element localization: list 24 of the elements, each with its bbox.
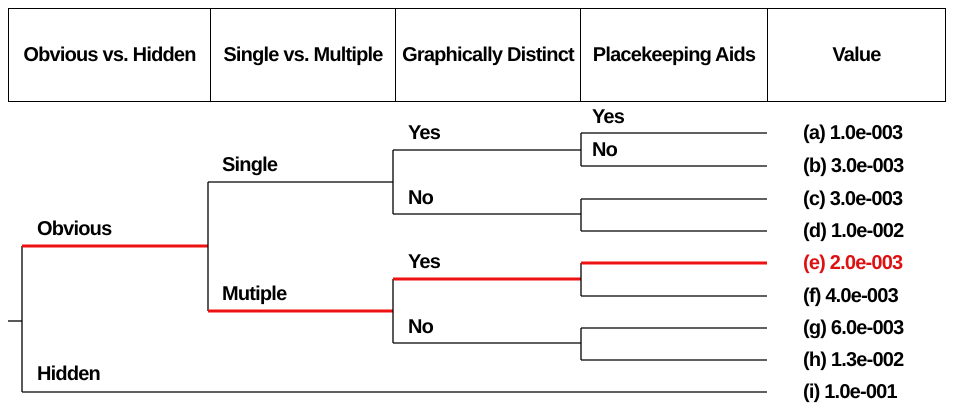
outcome-value: (f) 4.0e-003 bbox=[803, 285, 898, 307]
outcome-value: (d) 1.0e-002 bbox=[803, 220, 904, 242]
column-header: Obvious vs. Hidden bbox=[8, 8, 211, 102]
branch-label: Obvious bbox=[37, 218, 112, 240]
outcome-value: (i) 1.0e-001 bbox=[803, 381, 897, 403]
outcome-value: (b) 3.0e-003 bbox=[803, 155, 904, 177]
branch-label: Single bbox=[222, 154, 278, 176]
branch-label: No bbox=[408, 316, 434, 338]
branch-label: No bbox=[592, 139, 618, 161]
branch-label: Yes bbox=[408, 251, 440, 273]
outcome-value: (a) 1.0e-003 bbox=[803, 122, 902, 144]
outcome-value: (c) 3.0e-003 bbox=[803, 188, 902, 210]
outcome-value: (g) 6.0e-003 bbox=[803, 317, 904, 339]
outcome-value: (h) 1.3e-002 bbox=[803, 349, 904, 371]
branch-label: Yes bbox=[408, 122, 440, 144]
column-header: Value bbox=[767, 8, 946, 102]
column-header: Single vs. Multiple bbox=[210, 8, 396, 102]
branch-label: Mutiple bbox=[222, 283, 286, 305]
branch-label: Yes bbox=[592, 106, 624, 128]
branch-label: No bbox=[408, 187, 434, 209]
outcome-value: (e) 2.0e-003 bbox=[803, 252, 902, 274]
column-header: Graphically Distinct bbox=[395, 8, 581, 102]
branch-label: Hidden bbox=[37, 363, 100, 385]
column-header: Placekeeping Aids bbox=[580, 8, 768, 102]
